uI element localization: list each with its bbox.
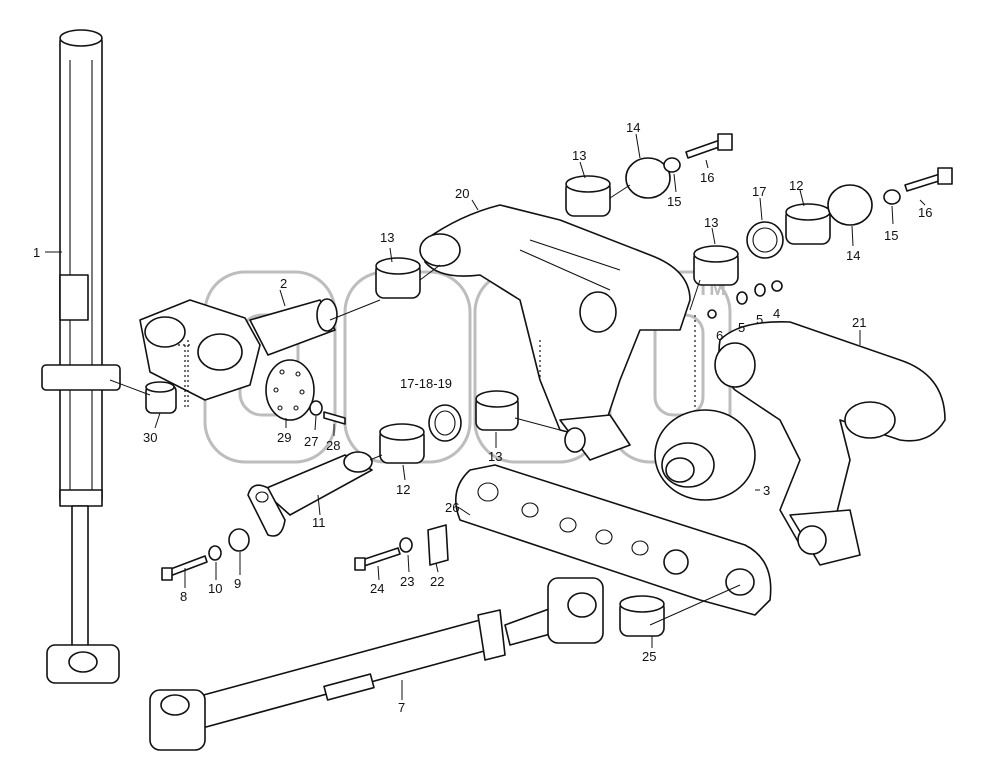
part-10-washer bbox=[208, 545, 222, 561]
part-16-bolt-top bbox=[685, 133, 733, 159]
callout-5-a: 5 bbox=[756, 312, 763, 327]
part-13-bushing-middle bbox=[475, 390, 519, 431]
callout-7: 7 bbox=[398, 700, 405, 715]
callout-15-top: 15 bbox=[667, 194, 681, 209]
part-29-cover-plate bbox=[265, 359, 315, 421]
callout-10: 10 bbox=[208, 581, 222, 596]
callout-17: 17 bbox=[752, 184, 766, 199]
callout-16-right: 16 bbox=[918, 205, 932, 220]
callout-1: 1 bbox=[33, 245, 40, 260]
part-13-bushing-top bbox=[565, 175, 611, 217]
callout-12-top: 12 bbox=[789, 178, 803, 193]
part-25-bushing bbox=[619, 595, 665, 637]
part-2-pin bbox=[139, 298, 338, 410]
part-23-washer bbox=[399, 537, 413, 553]
callout-21: 21 bbox=[852, 315, 866, 330]
callout-11: 11 bbox=[312, 515, 326, 530]
part-13-bushing-upper-left bbox=[375, 257, 421, 299]
part-4-nut bbox=[771, 280, 783, 292]
part-21-right-lift-arm bbox=[714, 321, 946, 566]
callout-15-right: 15 bbox=[884, 228, 898, 243]
part-5-washer-a bbox=[754, 283, 766, 297]
part-24-bolt bbox=[354, 547, 401, 571]
part-5-washer-b bbox=[736, 291, 748, 305]
callout-13-right: 13 bbox=[704, 215, 718, 230]
part-11-pin bbox=[247, 451, 373, 537]
part-6-fitting bbox=[707, 309, 717, 319]
part-12-bushing-right bbox=[785, 203, 831, 245]
callout-14-right: 14 bbox=[846, 248, 860, 263]
callout-20: 20 bbox=[455, 186, 469, 201]
part-16-bolt-right bbox=[904, 167, 953, 192]
callout-17-18-19: 17-18-19 bbox=[400, 376, 452, 391]
callout-25: 25 bbox=[642, 649, 656, 664]
callout-28: 28 bbox=[326, 438, 340, 453]
part-12-bushing-left bbox=[379, 423, 425, 464]
callout-2: 2 bbox=[280, 276, 287, 291]
part-17-seal bbox=[746, 221, 784, 259]
callout-8: 8 bbox=[180, 589, 187, 604]
part-1-lifting-rod bbox=[41, 29, 121, 684]
callout-6: 6 bbox=[716, 328, 723, 343]
callout-13-top: 13 bbox=[572, 148, 586, 163]
part-13-bushing-right bbox=[693, 245, 739, 286]
part-3-hub-flange bbox=[654, 409, 756, 501]
callout-3: 3 bbox=[763, 483, 770, 498]
part-22-clip bbox=[427, 524, 449, 566]
part-8-bolt bbox=[161, 555, 208, 581]
callout-24: 24 bbox=[370, 581, 384, 596]
callout-13-left: 13 bbox=[380, 230, 394, 245]
callout-16-top: 16 bbox=[700, 170, 714, 185]
callout-9: 9 bbox=[234, 576, 241, 591]
callout-22: 22 bbox=[430, 574, 444, 589]
callout-leaders bbox=[45, 133, 926, 700]
part-17-18-19-seal-ring bbox=[428, 404, 462, 442]
callout-5-b: 5 bbox=[738, 320, 745, 335]
callout-14-top: 14 bbox=[626, 120, 640, 135]
callout-29: 29 bbox=[277, 430, 291, 445]
part-27-28-washer-bolt bbox=[309, 400, 346, 425]
part-30-bushing bbox=[145, 381, 177, 414]
part-14-plate-top bbox=[625, 157, 671, 199]
part-15-washer-top bbox=[663, 157, 681, 173]
part-20-upper-lift-arm bbox=[419, 204, 691, 461]
callout-30: 30 bbox=[143, 430, 157, 445]
callout-26: 26 bbox=[445, 500, 459, 515]
part-14-plate-right bbox=[827, 184, 873, 226]
callout-13-middle: 13 bbox=[488, 449, 502, 464]
callout-12-bottom: 12 bbox=[396, 482, 410, 497]
callout-27: 27 bbox=[304, 434, 318, 449]
callout-labels: 1 2 3 4 5 5 6 7 8 9 10 11 12 12 13 13 13… bbox=[33, 120, 932, 715]
assembly-guide-lines bbox=[109, 184, 741, 626]
part-15-washer-right bbox=[883, 189, 901, 205]
part-9-washer bbox=[228, 528, 250, 552]
callout-23: 23 bbox=[400, 574, 414, 589]
callout-4: 4 bbox=[773, 306, 780, 321]
part-7-adjustable-link bbox=[149, 577, 604, 751]
